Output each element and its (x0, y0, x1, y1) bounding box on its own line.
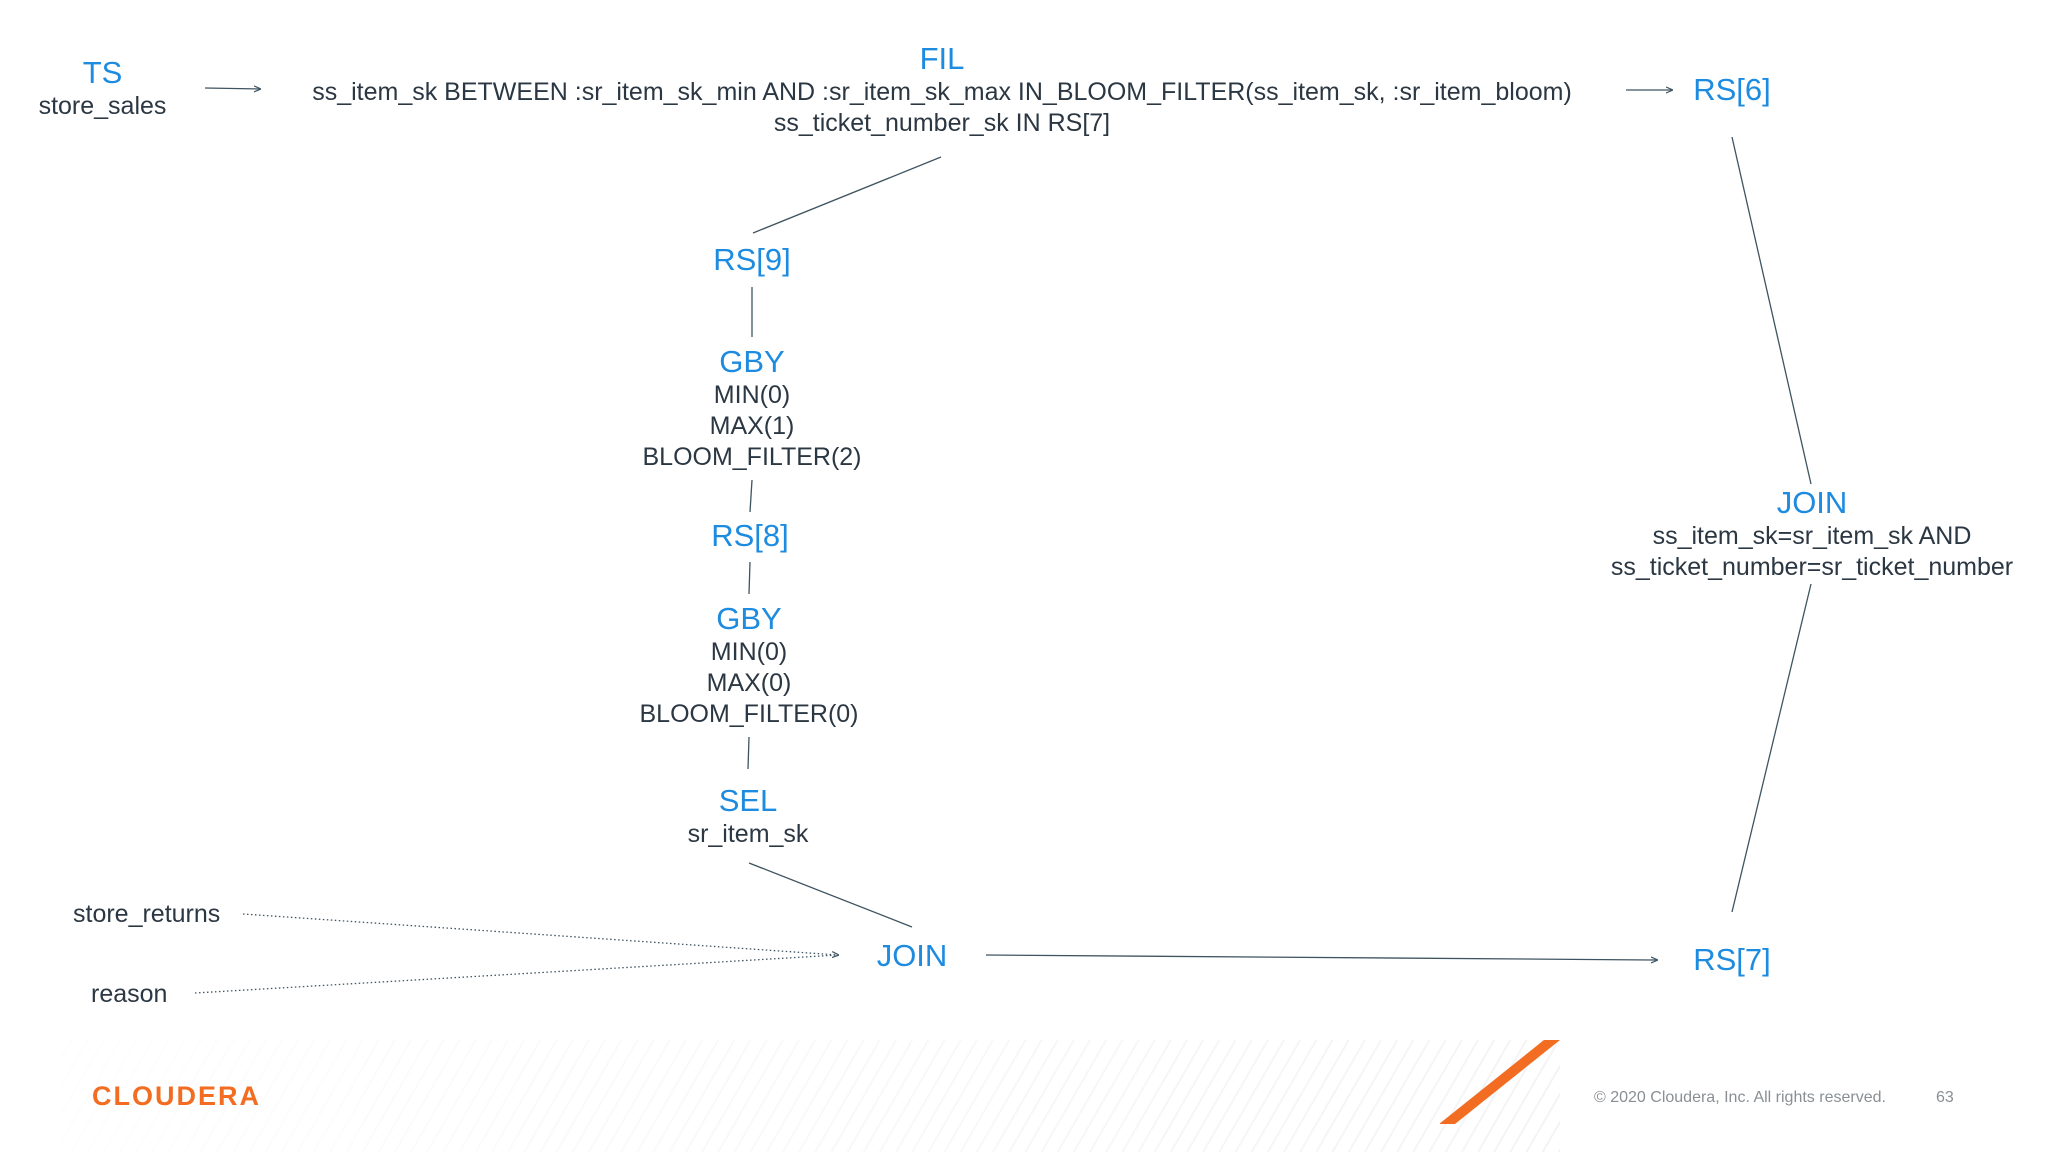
node-detail: ss_ticket_number=sr_ticket_number (1610, 553, 2014, 581)
decorative-stripes (60, 1040, 1560, 1152)
edge-rs6-join (1731, 136, 1812, 485)
node-rs8: RS[8] (650, 518, 850, 554)
input-store-returns: store_returns (73, 900, 221, 928)
node-detail: ss_ticket_number_sk IN RS[7] (773, 109, 1111, 137)
node-rs6: RS[6] (1632, 72, 1832, 108)
node-rs9: RS[9] (652, 242, 852, 278)
node-title: FIL (919, 41, 965, 76)
edge-sel-gby2 (747, 736, 750, 770)
node-join-bottom: JOIN (812, 938, 1012, 974)
input-reason: reason (91, 980, 168, 1008)
edge-gby2-rs8 (748, 561, 751, 595)
node-detail: ss_item_sk=sr_item_sk AND (1652, 522, 1972, 550)
edge-join-rs7 (985, 954, 1657, 960)
edge-ts-fil (204, 88, 260, 89)
edge-rs9-fil (752, 156, 942, 234)
node-title: RS[8] (711, 518, 789, 553)
page-number: 63 (1936, 1089, 1954, 1106)
node-detail: BLOOM_FILTER(0) (639, 700, 859, 728)
node-title: JOIN (1776, 485, 1848, 520)
node-title: GBY (716, 601, 782, 636)
node-ts: TS store_sales (0, 55, 205, 122)
node-detail: MIN(0) (713, 381, 791, 409)
node-fil: FIL ss_item_sk BETWEEN :sr_item_sk_min A… (242, 41, 1642, 139)
node-sel: SEL sr_item_sk (648, 783, 848, 850)
node-detail: BLOOM_FILTER(2) (642, 443, 862, 471)
node-title: TS (82, 55, 123, 90)
node-detail: MIN(0) (710, 638, 788, 666)
node-detail: MAX(0) (706, 669, 792, 697)
edge-reason-join (194, 954, 839, 994)
node-title: RS[7] (1693, 942, 1771, 977)
node-title: GBY (719, 344, 785, 379)
copyright-text: © 2020 Cloudera, Inc. All rights reserve… (1594, 1089, 1886, 1106)
node-detail: MAX(1) (709, 412, 795, 440)
edge-store-returns-join (242, 913, 838, 955)
orange-slash-accent (1440, 1040, 1560, 1124)
node-title: RS[6] (1693, 72, 1771, 107)
node-join-top: JOIN ss_item_sk=sr_item_sk AND ss_ticket… (1562, 485, 2048, 583)
node-detail: ss_item_sk BETWEEN :sr_item_sk_min AND :… (312, 78, 1572, 106)
node-title: RS[9] (713, 242, 791, 277)
node-gby-2: GBY MIN(0) MAX(0) BLOOM_FILTER(0) (599, 601, 899, 730)
node-detail: sr_item_sk (687, 820, 809, 848)
node-title: SEL (718, 783, 778, 818)
node-title: JOIN (876, 938, 948, 973)
edge-join-rs7-right (1731, 583, 1812, 913)
cloudera-logo: CLOUDERA (92, 1081, 261, 1111)
edge-join-sel (748, 862, 913, 928)
edge-rs8-gby1 (749, 479, 753, 513)
node-detail: store_sales (38, 92, 167, 120)
node-rs7: RS[7] (1632, 942, 1832, 978)
node-gby-1: GBY MIN(0) MAX(1) BLOOM_FILTER(2) (602, 344, 902, 473)
